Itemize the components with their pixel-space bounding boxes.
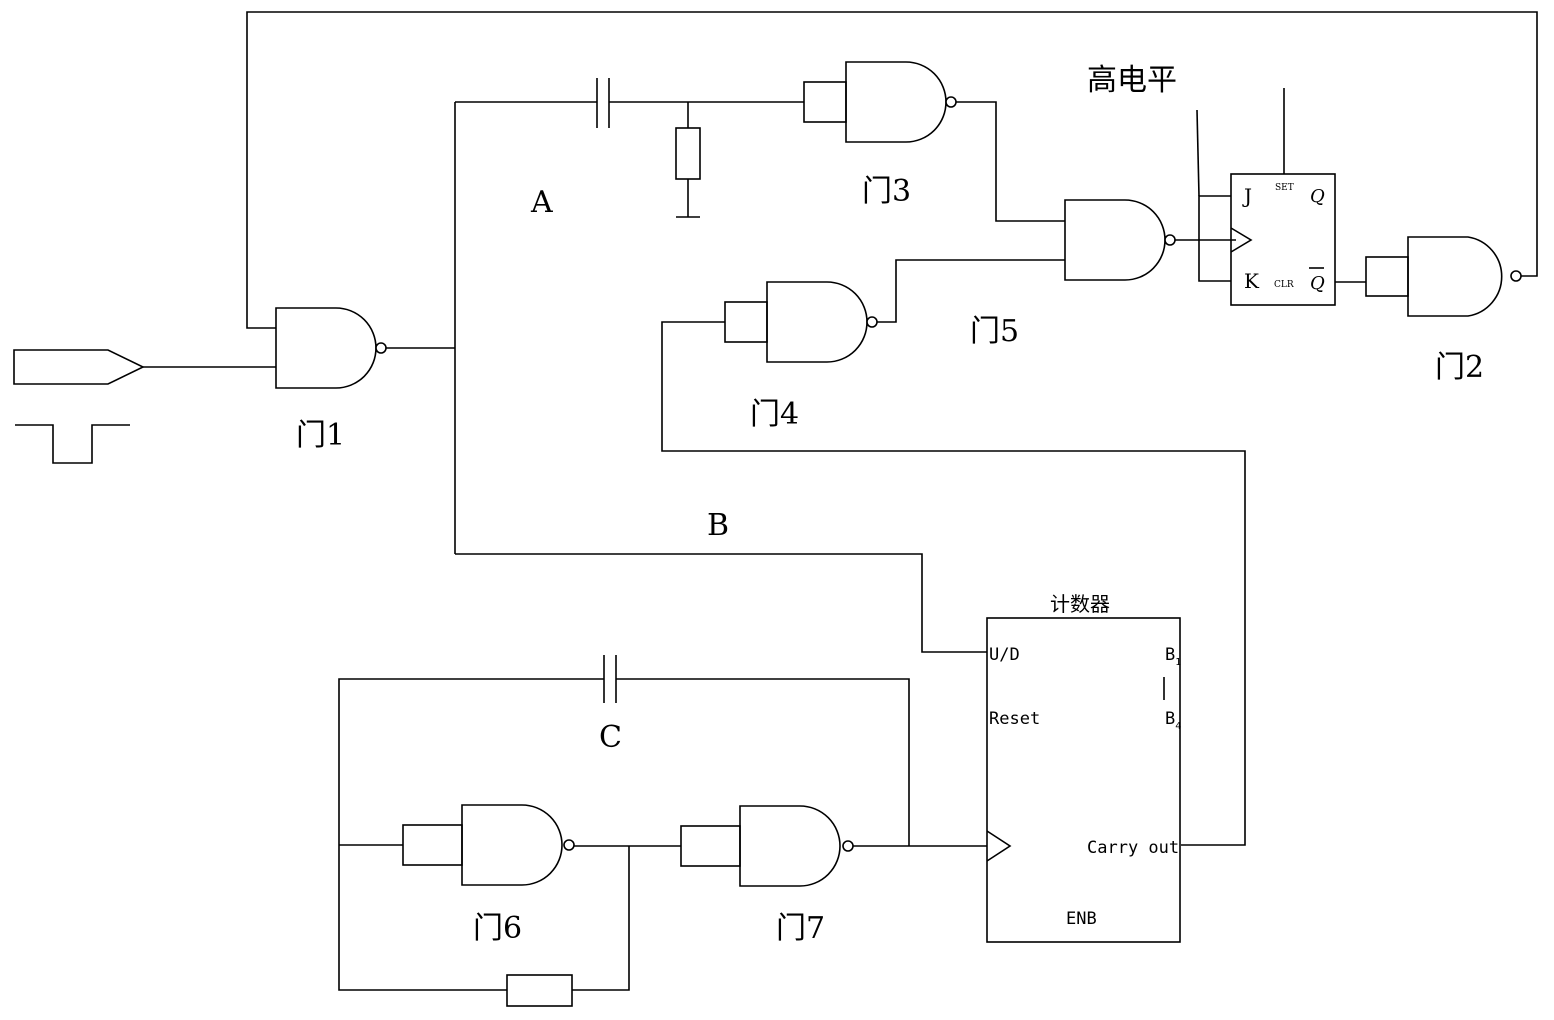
gate3-output-wire — [956, 101, 1065, 222]
oscillator-capacitor-wire-left — [338, 678, 604, 991]
gate4-label: 门4 — [750, 397, 799, 432]
gate3-label: 门3 — [862, 174, 911, 209]
ff-set-label: SET — [1275, 183, 1294, 193]
counter-b1-subscript: 1 — [1175, 657, 1181, 668]
resistor-c-wire — [572, 846, 630, 991]
high-level-wire — [1196, 109, 1200, 197]
counter-block — [986, 617, 1181, 943]
counter-title: 计数器 — [1050, 592, 1110, 616]
counter-ud-label: U/D — [989, 645, 1020, 665]
feedback-wire — [246, 11, 1538, 329]
counter-carry-out-label: Carry out — [1087, 838, 1179, 858]
ff-qbar-label: Q — [1310, 273, 1325, 294]
clock-triangle — [1230, 227, 1253, 253]
input-terminal — [13, 349, 145, 385]
gate4-symbol — [766, 281, 868, 363]
gate7-input-block — [680, 825, 741, 867]
gate5-bubble — [1164, 234, 1176, 246]
counter-clock-triangle — [986, 830, 1012, 862]
node-a-label: A — [530, 185, 553, 220]
counter-b4-subscript: 4 — [1175, 721, 1181, 732]
gate2-symbol — [1407, 236, 1503, 317]
counter-b1-label: B1 — [1165, 645, 1181, 668]
counter-enb-label: ENB — [1066, 909, 1097, 929]
gate6-label: 门6 — [473, 911, 522, 946]
ff-j-label: J — [1242, 184, 1252, 208]
gate1-label: 门1 — [296, 418, 345, 453]
gate1-bubble — [375, 342, 387, 354]
oscillator-capacitor-wire-right — [616, 678, 910, 846]
node-c-label: C — [599, 720, 622, 755]
gate4-input-block — [724, 301, 768, 343]
gate7-symbol — [739, 805, 841, 887]
gate7-bubble — [842, 840, 854, 852]
ff-clr-label: CLR — [1274, 280, 1294, 290]
gate7-label: 门7 — [776, 911, 825, 946]
gate6-input-block — [402, 824, 463, 866]
gate5-symbol — [1064, 199, 1166, 281]
gate2-bubble — [1510, 270, 1522, 282]
gate3-symbol — [845, 61, 947, 143]
wire-b — [455, 553, 987, 653]
jk-flipflop — [1230, 173, 1336, 306]
gate1-symbol — [275, 307, 377, 389]
gate5-label: 门5 — [970, 314, 1019, 349]
resistor-a — [675, 127, 701, 180]
gate3-input-block — [803, 81, 847, 123]
node-b-label: B — [707, 508, 729, 543]
counter-b4-label: B4 — [1165, 709, 1181, 732]
gate2-label: 门2 — [1435, 350, 1484, 385]
counter-reset-label: Reset — [989, 709, 1040, 729]
gate6-bubble — [563, 839, 575, 851]
ff-q-label: Q — [1310, 186, 1325, 207]
ff-k-label: K — [1244, 269, 1260, 293]
gate3-bubble — [945, 96, 957, 108]
carry-out-wire — [661, 321, 1246, 846]
gate6-symbol — [461, 804, 563, 886]
high-level-label: 高电平 — [1087, 63, 1177, 98]
flipflop-jk-tie — [1198, 195, 1231, 282]
negative-pulse-waveform — [15, 424, 130, 464]
gate4-output-wire — [877, 259, 1065, 323]
gate2-input-block — [1365, 256, 1409, 297]
gate4-bubble — [866, 316, 878, 328]
resistor-c — [506, 974, 573, 1007]
